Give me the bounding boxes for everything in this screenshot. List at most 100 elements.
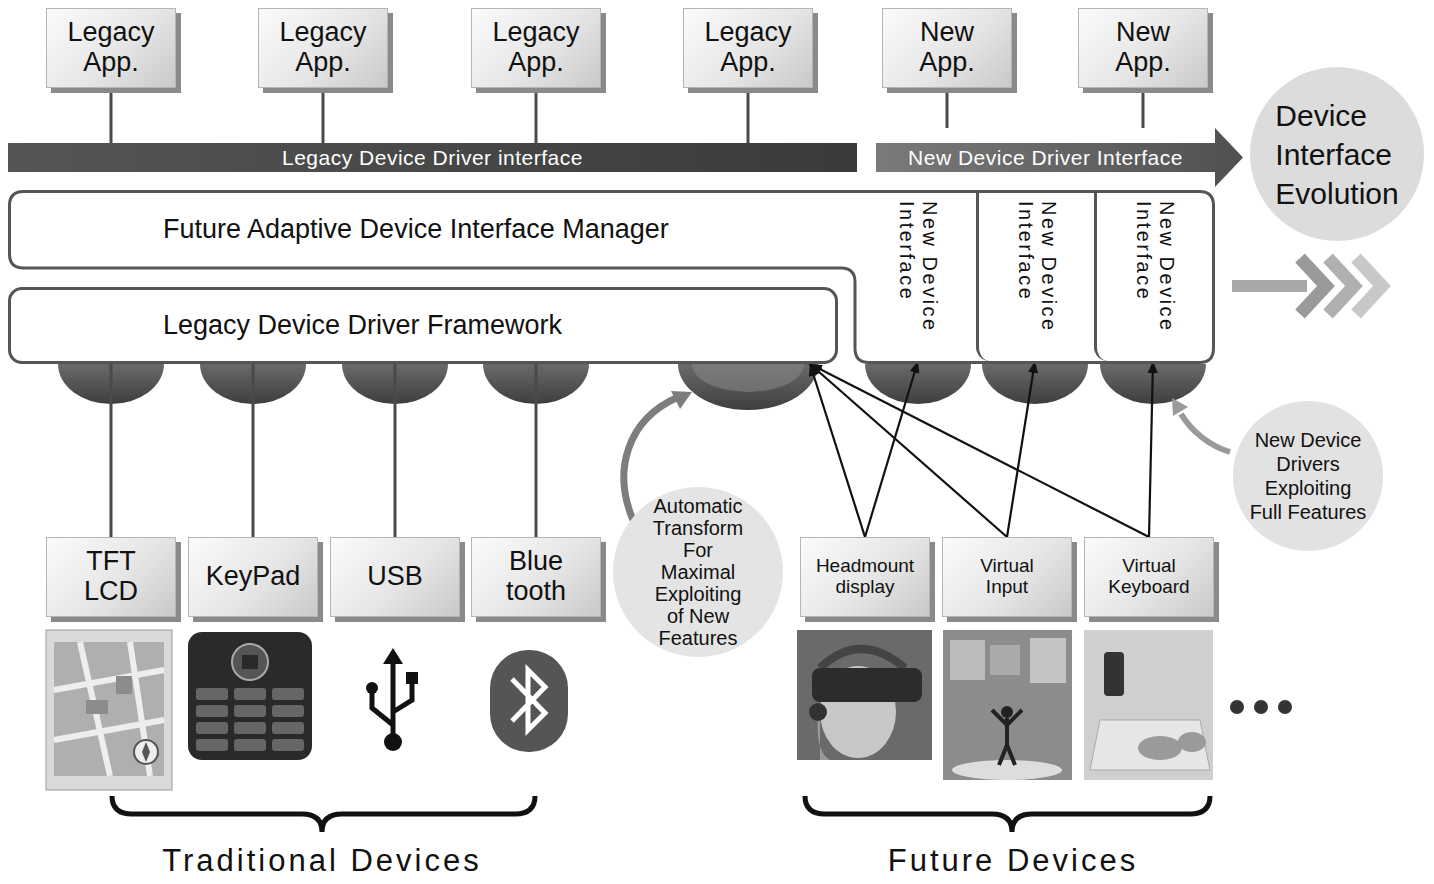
app-box: Legacy App. (471, 8, 601, 88)
bluetooth-symbol (512, 670, 545, 730)
callout-arrow (1172, 398, 1188, 416)
callout-circle: Automatic Transform For Maximal Exploiti… (613, 487, 783, 657)
interface-band: Legacy Device Driver interface (8, 143, 857, 172)
app-box-text: Legacy App. (279, 18, 366, 77)
callout-circle-text: New Device Drivers Exploiting Full Featu… (1248, 428, 1368, 524)
bluetooth-symbol (490, 650, 568, 752)
headmount-photo (797, 630, 932, 760)
interface-column: New Device Interface (1094, 193, 1212, 361)
evolution-circle: Device Interface Evolution (1250, 67, 1424, 241)
connector-arrow (810, 364, 865, 537)
interface-column-text: New Device Interface (1132, 201, 1178, 351)
virtual-keyboard-photo (1178, 732, 1206, 752)
evolution-chevrons (1356, 258, 1382, 314)
callout-arrow (1181, 414, 1230, 452)
more-dots (1278, 700, 1292, 714)
virtual-input-photo (1001, 706, 1013, 718)
lcd-picture (46, 630, 172, 790)
virtual-input-photo (992, 710, 1022, 765)
device-box: TFT LCD (46, 537, 176, 617)
connector-arrow (1007, 361, 1035, 537)
interface-band-text: Legacy Device Driver interface (282, 146, 583, 170)
connector-line (110, 88, 113, 143)
headmount-photo (812, 668, 922, 702)
app-box-text: New App. (919, 18, 975, 77)
group-brace (805, 796, 1210, 832)
usb-symbol (406, 672, 418, 684)
keypad-picture (188, 632, 312, 760)
headmount-photo (820, 649, 905, 668)
keypad-picture (196, 688, 310, 756)
device-box-text: Virtual Keyboard (1108, 556, 1189, 598)
device-box-text: KeyPad (206, 562, 301, 592)
device-box-text: TFT LCD (84, 547, 138, 606)
virtual-keyboard-photo (1084, 630, 1213, 780)
lcd-picture (116, 676, 132, 694)
interface-arrow-band: New Device Driver Interface (876, 128, 1243, 187)
callout-circle: New Device Drivers Exploiting Full Featu… (1233, 401, 1383, 551)
connector-line (394, 364, 397, 537)
connector-line (535, 88, 538, 143)
usb-symbol (366, 682, 378, 694)
virtual-keyboard-photo (1090, 720, 1210, 770)
device-box: USB (330, 537, 460, 617)
evolution-chevrons (1232, 280, 1307, 292)
app-box: Legacy App. (683, 8, 813, 88)
group-label: Traditional Devices (162, 843, 481, 879)
arrow-band-shape (876, 128, 1243, 187)
evolution-chevrons (1300, 258, 1326, 314)
callout-circle-text: Automatic Transform For Maximal Exploiti… (648, 495, 748, 649)
headmount-photo (797, 630, 932, 760)
app-box-text: Legacy App. (67, 18, 154, 77)
connector-line (747, 88, 750, 143)
interface-column: New Device Interface (860, 193, 976, 361)
connector-arrow (810, 364, 1149, 537)
lcd-picture (86, 700, 108, 714)
bluetooth-symbol (490, 650, 568, 752)
interface-column-text: New Device Interface (895, 201, 941, 351)
keypad-picture (188, 632, 312, 760)
lcd-picture (134, 740, 158, 764)
interface-column-text: New Device Interface (1014, 201, 1060, 351)
callout-arrow (671, 391, 692, 409)
lcd-picture (46, 630, 172, 790)
virtual-keyboard-photo (1084, 630, 1213, 780)
virtual-input-photo (952, 760, 1062, 780)
app-box: Legacy App. (46, 8, 176, 88)
more-dots (1230, 700, 1244, 714)
virtual-input-photo (1030, 638, 1066, 683)
virtual-input-photo (943, 630, 1072, 780)
app-box-text: Legacy App. (704, 18, 791, 77)
device-box: Virtual Input (942, 537, 1072, 617)
connector-line (946, 88, 949, 128)
port-dome (692, 364, 804, 392)
virtual-input-photo (943, 630, 1072, 780)
evolution-chevrons (1232, 258, 1382, 314)
connector-line (110, 364, 113, 537)
port-dome (865, 364, 971, 404)
group-brace (112, 796, 1210, 832)
app-box: New App. (1078, 8, 1208, 88)
lcd-picture (142, 742, 150, 762)
app-box: Legacy App. (258, 8, 388, 88)
connector-line (322, 88, 325, 143)
lcd-picture (54, 642, 164, 776)
port-dome (678, 364, 818, 410)
virtual-keyboard-photo (1138, 736, 1182, 760)
evolution-chevrons (1328, 258, 1354, 314)
interface-arrow-band-text: New Device Driver Interface (908, 146, 1183, 170)
app-box: New App. (882, 8, 1012, 88)
port-dome (982, 364, 1088, 404)
interface-column: New Device Interface (976, 193, 1094, 361)
connector-arrow (865, 361, 918, 537)
more-dots (1254, 700, 1268, 714)
framework-band: Legacy Device Driver Framework (8, 287, 838, 364)
headmount-photo (809, 703, 827, 721)
more-dots (1230, 700, 1292, 714)
device-box-text: Virtual Input (980, 556, 1034, 598)
virtual-input-photo (950, 640, 985, 680)
usb-symbol (383, 648, 403, 664)
connector-line (535, 364, 538, 537)
keypad-picture (232, 644, 268, 680)
